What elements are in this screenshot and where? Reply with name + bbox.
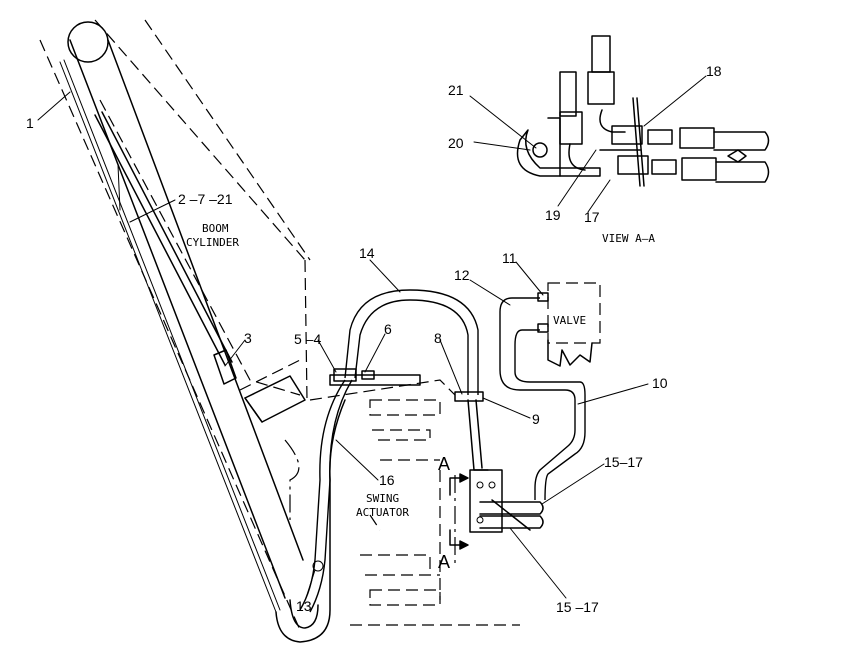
section-a-top: A [438,454,450,474]
boom-cylinder [94,111,306,423]
callout-12: 12 [454,267,470,283]
lines-10-12 [499,297,586,501]
valve-label: VALVE [553,314,586,327]
callout-10: 10 [652,375,668,391]
callout-3: 3 [244,330,252,346]
callout-19: 19 [545,207,561,223]
leader-lines [37,75,707,599]
clamp-bracket [329,368,421,386]
line-8 [454,391,489,471]
view-a-a-caption: VIEW A–A [602,232,655,245]
callout-20: 20 [448,135,464,151]
callout-18: 18 [706,63,722,79]
boom-arm [39,19,346,643]
boom-cylinder-label-line1: BOOM [202,222,229,235]
callout-6: 6 [384,321,392,337]
callout-1: 1 [26,115,34,131]
callout-2-7-21: 2 –7 –21 [178,191,233,207]
callout-16: 16 [379,472,395,488]
swing-actuator-outline [284,379,520,626]
callout-9: 9 [532,411,540,427]
swivel-block [469,469,544,533]
hose-16 [299,379,353,613]
callout-13: 13 [296,598,312,614]
callout-5-4: 5 –4 [294,331,321,347]
boom-cylinder-label-line2: CYLINDER [186,236,239,249]
callout-21: 21 [448,82,464,98]
swing-actuator-label-line2: ACTUATOR [356,506,409,519]
hose-14 [344,289,479,395]
component-labels: BOOM CYLINDER SWING ACTUATOR VALVE VIEW … [186,222,655,572]
callout-11: 11 [502,250,517,266]
section-marks [449,473,469,565]
control-valve [537,282,601,367]
callout-15-17-lower: 15 –17 [556,599,599,615]
swing-actuator-label-line1: SWING [366,492,399,505]
callout-8: 8 [434,330,442,346]
callout-14: 14 [359,245,375,261]
callout-17: 17 [584,209,600,225]
callout-15-17-upper: 15–17 [604,454,643,470]
view-a-a-detail [516,35,770,187]
section-a-bottom: A [438,552,450,572]
callouts: 1 2 –7 –21 3 5 –4 6 8 9 10 11 12 13 14 1… [26,63,722,615]
